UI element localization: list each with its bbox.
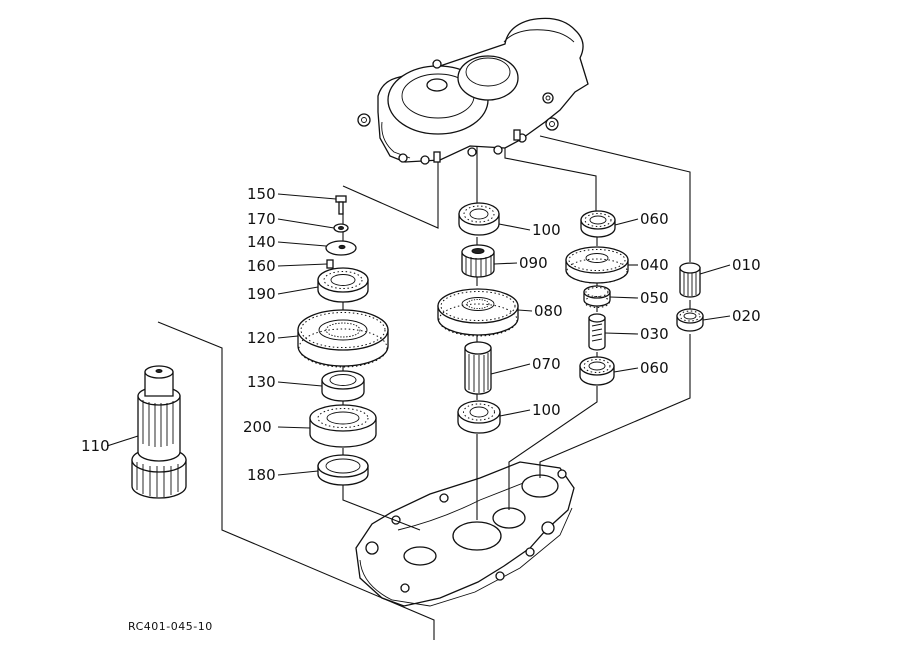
gear-090 — [461, 244, 495, 278]
label-070: 070 — [532, 355, 561, 373]
gear-120 — [297, 309, 389, 368]
bearing-060-bottom — [579, 356, 615, 386]
label-100-bottom: 100 — [532, 401, 561, 419]
label-110: 110 — [81, 437, 110, 455]
label-180: 180 — [247, 466, 276, 484]
label-190: 190 — [247, 285, 276, 303]
part-labels: 150 170 140 160 190 120 130 200 180 110 … — [81, 185, 761, 484]
label-040: 040 — [640, 256, 669, 274]
label-060-bottom: 060 — [640, 359, 669, 377]
shaft-110 — [131, 365, 187, 499]
collar-140 — [325, 240, 357, 256]
label-130: 130 — [247, 373, 276, 391]
bearing-020 — [676, 308, 704, 332]
bearing-200 — [309, 404, 377, 448]
label-020: 020 — [732, 307, 761, 325]
washer-170 — [333, 223, 349, 233]
upper-gear-case — [357, 17, 589, 165]
pin-160 — [326, 259, 334, 269]
label-060-top: 060 — [640, 210, 669, 228]
bearing-190 — [317, 267, 369, 303]
bolt-150 — [335, 195, 347, 215]
label-120: 120 — [247, 329, 276, 347]
label-150: 150 — [247, 185, 276, 203]
label-160: 160 — [247, 257, 276, 275]
bearing-100-bottom — [457, 400, 501, 434]
label-080: 080 — [534, 302, 563, 320]
label-170: 170 — [247, 210, 276, 228]
label-030: 030 — [640, 325, 669, 343]
gear-080 — [437, 288, 519, 337]
needle-010 — [679, 262, 701, 298]
shaft-070 — [464, 341, 492, 395]
lower-gear-case — [355, 461, 575, 607]
gear-050 — [583, 285, 611, 308]
label-200: 200 — [243, 418, 272, 436]
bearing-100-top — [458, 202, 500, 236]
label-010: 010 — [732, 256, 761, 274]
collar-130 — [321, 370, 365, 402]
gear-040 — [565, 246, 629, 284]
label-100-top: 100 — [532, 221, 561, 239]
label-140: 140 — [247, 233, 276, 251]
bearing-060-top — [580, 210, 616, 238]
label-050: 050 — [640, 289, 669, 307]
seal-180 — [317, 454, 369, 486]
label-090: 090 — [519, 254, 548, 272]
shaft-030 — [588, 313, 606, 351]
drawing-code: RC401-045-10 — [128, 620, 213, 633]
assembly-lines — [157, 135, 691, 640]
leader-lines — [106, 193, 731, 476]
